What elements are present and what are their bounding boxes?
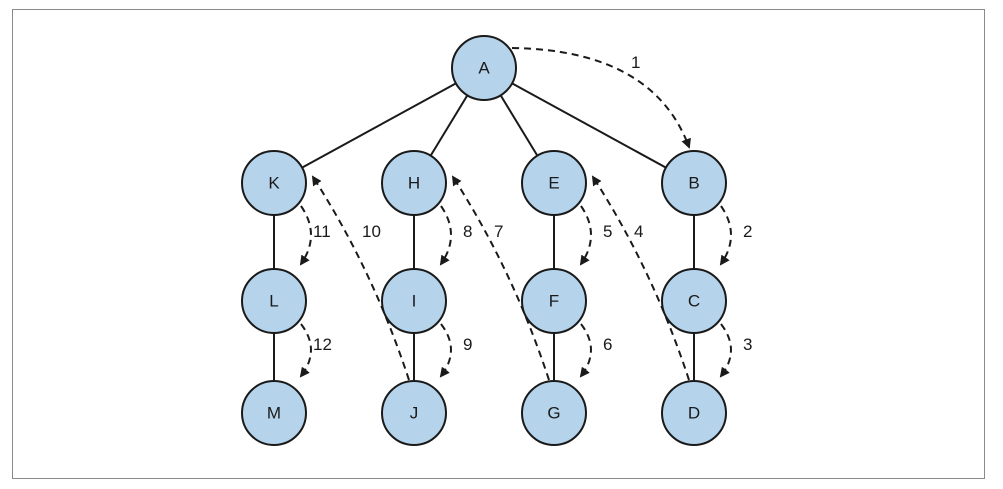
node-circle-g (521, 380, 587, 446)
node-circle-i (381, 268, 447, 334)
step-label-10: 10 (362, 222, 381, 241)
node-label-d: D (688, 404, 700, 423)
step-label-3: 3 (743, 335, 752, 354)
tree-nodes: A K H E B L I F C M J G D (241, 35, 727, 446)
node-circle-c (661, 268, 727, 334)
traversal-arrow-d-e (591, 175, 690, 381)
step-label-8: 8 (463, 222, 472, 241)
node-a: A (451, 35, 517, 101)
traversal-arrow-b-c (719, 205, 732, 266)
edge-a-k (273, 67, 485, 184)
node-j: J (381, 380, 447, 446)
node-circle-d (661, 380, 727, 446)
edge-a-b (483, 67, 695, 184)
traversal-arrow-f-g (579, 323, 592, 378)
node-circle-k (241, 150, 307, 216)
node-label-c: C (688, 292, 700, 311)
node-label-k: K (268, 174, 280, 193)
step-label-5: 5 (603, 222, 612, 241)
node-circle-f (521, 268, 587, 334)
node-circle-b (661, 150, 727, 216)
node-label-f: F (549, 292, 559, 311)
node-e: E (521, 150, 587, 216)
node-circle-a (451, 35, 517, 101)
traversal-arrow-e-f (579, 205, 592, 266)
step-label-11: 11 (313, 222, 331, 241)
node-i: I (381, 268, 447, 334)
traversal-arrow-k-l (299, 205, 312, 266)
step-label-6: 6 (603, 335, 612, 354)
node-circle-j (381, 380, 447, 446)
traversal-arrow-g-h (451, 175, 550, 381)
traversal-arrow-l-m (299, 323, 312, 378)
traversal-arrow-j-k (311, 175, 410, 381)
node-circle-h (381, 150, 447, 216)
node-h: H (381, 150, 447, 216)
node-label-i: I (412, 292, 417, 311)
node-label-l: L (269, 292, 278, 311)
node-g: G (521, 380, 587, 446)
node-circle-l (241, 268, 307, 334)
node-f: F (521, 268, 587, 334)
node-m: M (241, 380, 307, 446)
step-label-2: 2 (743, 222, 752, 241)
step-label-4: 4 (634, 222, 643, 241)
node-d: D (661, 380, 727, 446)
node-circle-e (521, 150, 587, 216)
node-circle-m (241, 380, 307, 446)
node-label-h: H (408, 174, 420, 193)
step-label-7: 7 (494, 222, 503, 241)
node-l: L (241, 268, 307, 334)
node-label-g: G (547, 404, 560, 423)
node-label-b: B (688, 174, 699, 193)
traversal-arrow-i-j (439, 323, 452, 378)
step-label-1: 1 (631, 53, 640, 72)
node-label-e: E (548, 174, 559, 193)
node-c: C (661, 268, 727, 334)
node-b: B (661, 150, 727, 216)
node-label-m: M (267, 404, 281, 423)
node-k: K (241, 150, 307, 216)
step-label-9: 9 (463, 335, 472, 354)
traversal-arrow-c-d (719, 323, 732, 378)
node-label-j: J (410, 404, 419, 423)
step-label-12: 12 (313, 335, 332, 354)
tree-edges (273, 67, 695, 413)
traversal-arrow-h-i (439, 205, 452, 266)
node-label-a: A (478, 59, 490, 78)
traversal-arrows (299, 47, 732, 381)
